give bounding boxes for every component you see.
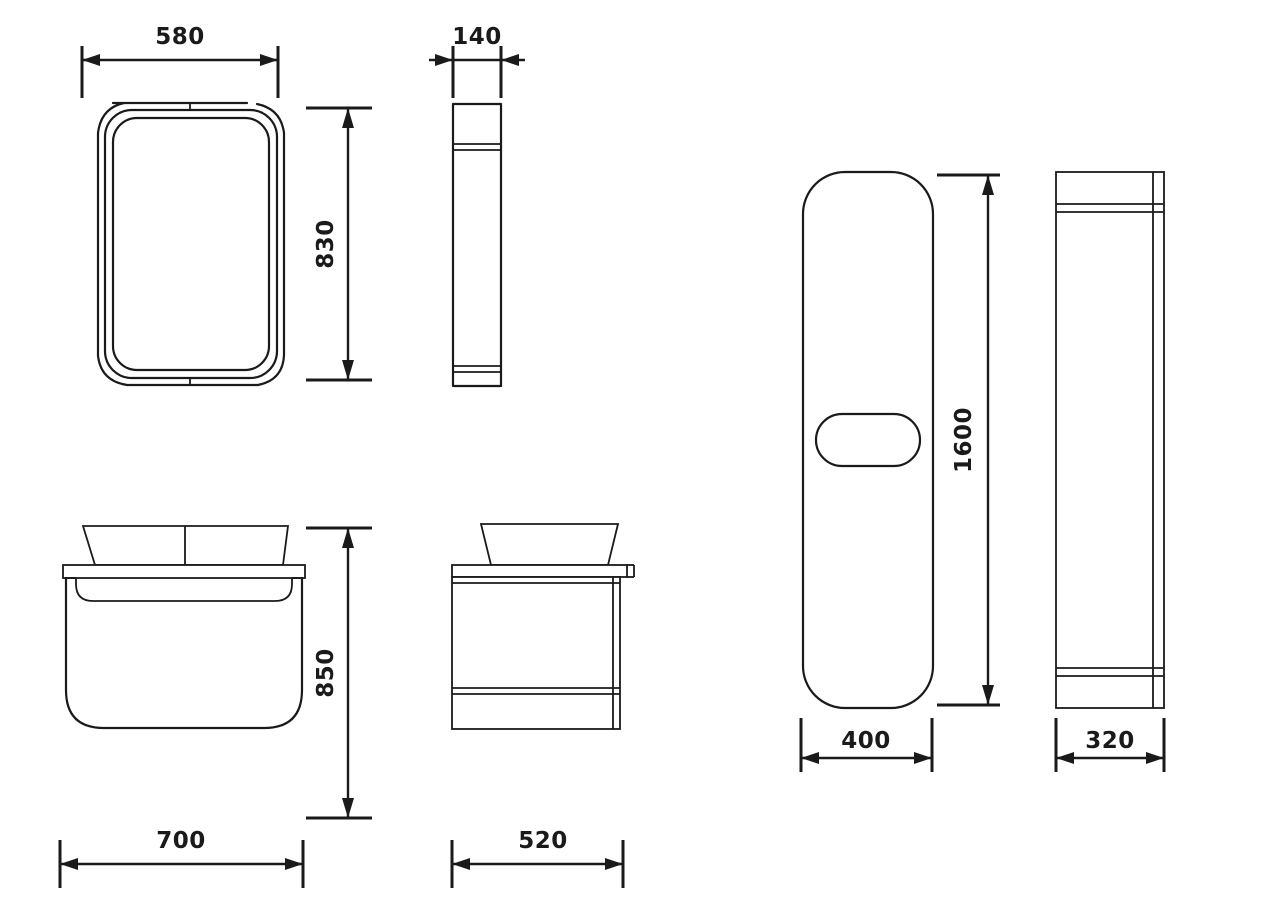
vanity-cabinet-body	[64, 576, 304, 730]
arrow-head-right	[914, 752, 932, 764]
arrow-head-top	[342, 528, 354, 548]
arrow-head-bottom	[982, 685, 994, 705]
arrow-head-left	[1056, 752, 1074, 764]
dimension-label-830: 830	[313, 219, 339, 269]
view-mirror-side	[451, 102, 503, 388]
dimension-label-520: 520	[518, 828, 568, 854]
arrow-head-left	[452, 858, 470, 870]
view-vanity-front	[62, 525, 306, 730]
arrow-head-left	[82, 54, 100, 66]
dimension-label-580: 580	[155, 24, 205, 50]
mirror-side-body	[451, 102, 503, 388]
mirror-outer-frame	[96, 101, 286, 387]
dimension-label-850: 850	[313, 648, 339, 698]
arrow-head-right	[285, 858, 303, 870]
view-tall-cabinet-front	[801, 170, 935, 710]
vanity-handle-groove	[75, 578, 293, 602]
dimension-label-140: 140	[452, 24, 502, 50]
arrow-head-left	[60, 858, 78, 870]
vanity-side-body	[451, 576, 621, 730]
dimension-tall-cabinet-depth: 320	[1054, 718, 1166, 772]
arrow-head-left	[801, 752, 819, 764]
dimension-mirror-depth: 140	[429, 24, 525, 98]
arrow-head-left	[435, 54, 453, 66]
dimension-tall-cabinet-height: 1600	[937, 173, 1000, 707]
dimension-label-320: 320	[1085, 728, 1135, 754]
dimension-label-400: 400	[841, 728, 891, 754]
arrow-head-bottom	[342, 360, 354, 380]
mirror-middle-frame	[103, 108, 279, 380]
arrow-head-right	[1146, 752, 1164, 764]
view-tall-cabinet-side	[1055, 171, 1165, 709]
dimension-vanity-depth: 520	[450, 828, 625, 888]
arrow-head-bottom	[342, 798, 354, 818]
arrow-head-top	[342, 108, 354, 128]
arrow-head-top	[982, 175, 994, 195]
tall-cabinet-body	[801, 170, 935, 710]
dimension-mirror-width: 580	[80, 24, 280, 98]
arrow-head-right	[501, 54, 519, 66]
vanity-side-countertop	[451, 564, 628, 578]
view-vanity-side	[451, 523, 635, 730]
vanity-side-basin	[479, 523, 620, 566]
tall-cabinet-handle[interactable]	[814, 412, 922, 468]
dimension-label-700: 700	[156, 828, 206, 854]
tall-cabinet-side-body	[1055, 171, 1165, 709]
vanity-countertop	[62, 564, 306, 579]
mirror-glass-edge	[111, 116, 271, 372]
arrow-head-right	[260, 54, 278, 66]
dimension-mirror-height: 830	[306, 106, 372, 382]
dimension-vanity-height: 850	[306, 526, 372, 820]
dimension-tall-cabinet-width: 400	[799, 718, 934, 772]
dimension-label-1600: 1600	[951, 407, 977, 473]
view-mirror-front	[96, 101, 286, 387]
dimension-vanity-width: 700	[58, 828, 305, 888]
arrow-head-right	[605, 858, 623, 870]
